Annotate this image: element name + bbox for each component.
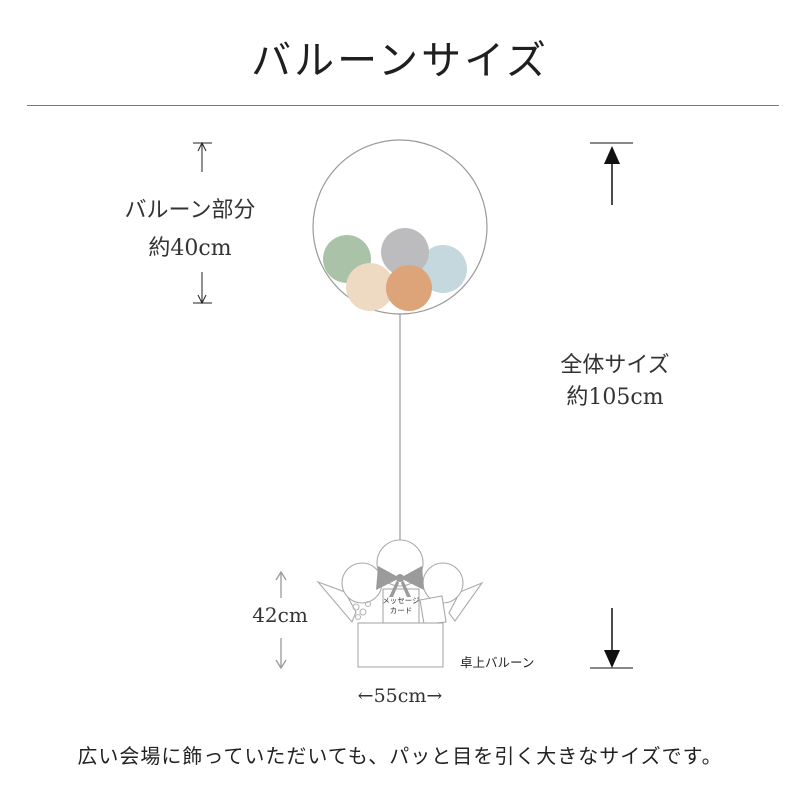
message-card	[382, 588, 420, 624]
total-size-value: 約105cm	[566, 385, 664, 410]
balloon-part-label: バルーン部分 約40cm	[105, 192, 275, 268]
title-divider	[27, 105, 779, 106]
message-card-text-1: メッセージ	[382, 596, 420, 605]
desk-balloon-right	[422, 562, 464, 604]
total-size-label: 全体サイズ 約105cm	[535, 350, 695, 414]
mini-balloon-blue	[419, 245, 467, 293]
desk-width-label: ←55cm→	[357, 685, 443, 707]
bow-ribbon	[376, 566, 424, 597]
balloon-part-title: バルーン部分	[124, 198, 256, 223]
wrapping-right	[448, 581, 484, 622]
mini-balloon-gray	[381, 228, 429, 276]
page-title: バルーンサイズ	[251, 38, 549, 84]
mini-balloon-peach	[346, 263, 394, 311]
mini-balloon-orange	[386, 265, 432, 311]
total-size-title: 全体サイズ	[560, 353, 670, 378]
total-size-dimension-arrow	[590, 142, 633, 669]
desk-balloon-label: 卓上バルーン	[460, 655, 535, 670]
balloon-part-dimension-arrow	[193, 141, 212, 305]
wrapping-left	[316, 580, 357, 624]
desk-height-dimension-arrow	[275, 570, 287, 670]
inner-mini-balloons	[323, 228, 467, 311]
message-card-text-2: カード	[390, 606, 413, 615]
desk-balloon-illustration	[316, 539, 484, 668]
desk-balloon-left	[341, 562, 383, 604]
desk-height-label: 42cm	[252, 603, 308, 627]
back-card	[419, 595, 447, 625]
gift-box	[357, 622, 444, 668]
flower-decoration	[352, 600, 372, 621]
balloon-part-size: 約40cm	[148, 236, 232, 261]
caption: 広い会場に飾っていただいても、パッと目を引く大きなサイズです。	[77, 744, 723, 768]
